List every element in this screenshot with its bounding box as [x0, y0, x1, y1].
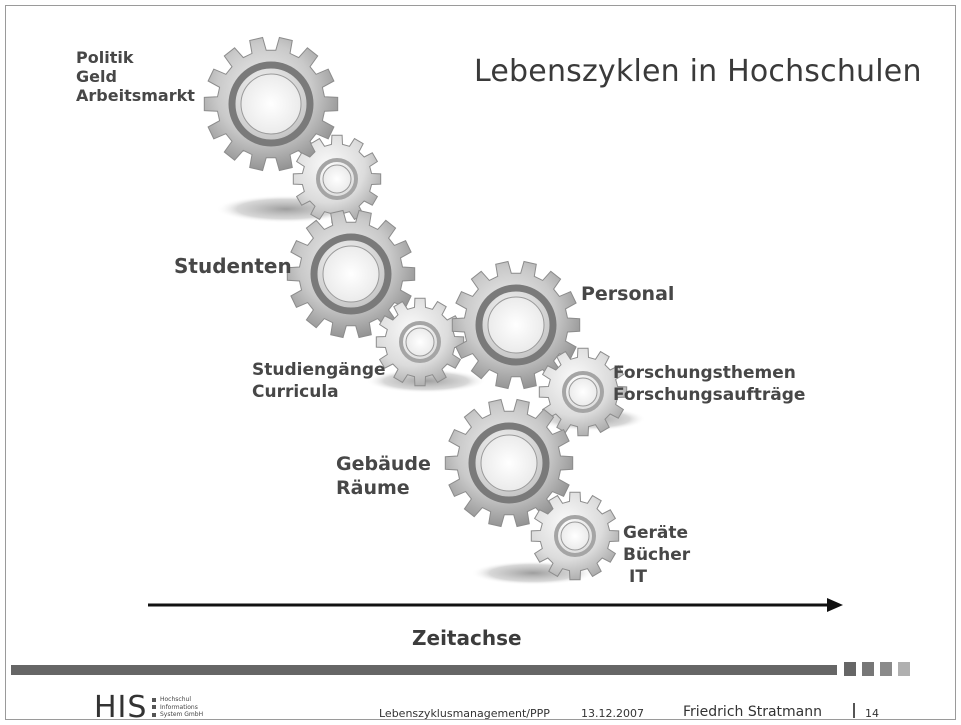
- gear-icon: [203, 36, 339, 172]
- gear-diagram: [148, 36, 843, 612]
- label-line: Curricula: [252, 382, 339, 402]
- label-line: Arbeitsmarkt: [76, 86, 195, 105]
- label-line: Geld: [76, 67, 117, 86]
- slide: Lebenszyklen in Hochschulen Politik Geld…: [5, 5, 956, 725]
- arrow-right-icon: [827, 598, 843, 612]
- gear-icon: [375, 297, 465, 387]
- slide-title: Lebenszyklen in Hochschulen: [474, 54, 922, 89]
- label-forschung: Forschungsthemen Forschungsaufträge: [613, 362, 805, 406]
- label-line: Bücher: [623, 545, 691, 565]
- footer-bar: [11, 665, 837, 675]
- footer-separator: [853, 703, 855, 718]
- label-line: Studiengänge: [252, 360, 386, 380]
- gear-icon: [451, 260, 581, 390]
- label-personal: Personal: [581, 283, 675, 305]
- label-line: Gebäude: [336, 453, 431, 475]
- label-line: Politik: [76, 48, 134, 67]
- label-line: Räume: [336, 477, 410, 499]
- gear-icon: [530, 491, 620, 581]
- label-line: IT: [629, 567, 647, 587]
- footer-page-number: 14: [865, 707, 879, 720]
- label-line: Forschungsthemen: [613, 363, 796, 383]
- footer-square: [844, 662, 856, 676]
- label-gebaeude: Gebäude Räume: [336, 452, 431, 500]
- gear-icon: [538, 347, 628, 437]
- label-line: Forschungsaufträge: [613, 385, 806, 405]
- label-line: Geräte: [623, 523, 688, 543]
- logo-sub-line: Hochschul: [152, 696, 203, 704]
- footer-document: Lebenszyklusmanagement/PPP: [379, 707, 550, 720]
- label-studenten: Studenten: [174, 254, 292, 278]
- logo-sub-line: System GmbH: [152, 711, 203, 719]
- label-studiengaenge: Studiengänge Curricula: [252, 359, 386, 403]
- gear-icon: [292, 134, 382, 224]
- label-geraete: Geräte Bücher IT: [623, 522, 690, 588]
- label-politik: Politik Geld Arbeitsmarkt: [76, 48, 195, 105]
- logo-sub-line: Informations: [152, 704, 203, 712]
- his-logo-subtitle: Hochschul Informations System GmbH: [152, 696, 203, 719]
- footer-square: [898, 662, 910, 676]
- footer-author: Friedrich Stratmann: [683, 704, 823, 720]
- footer-date: 13.12.2007: [581, 707, 644, 720]
- footer-square: [862, 662, 874, 676]
- footer-square: [880, 662, 892, 676]
- his-logo: HIS: [94, 690, 148, 725]
- gear-icon: [286, 209, 416, 339]
- time-axis-label: Zeitachse: [412, 626, 522, 650]
